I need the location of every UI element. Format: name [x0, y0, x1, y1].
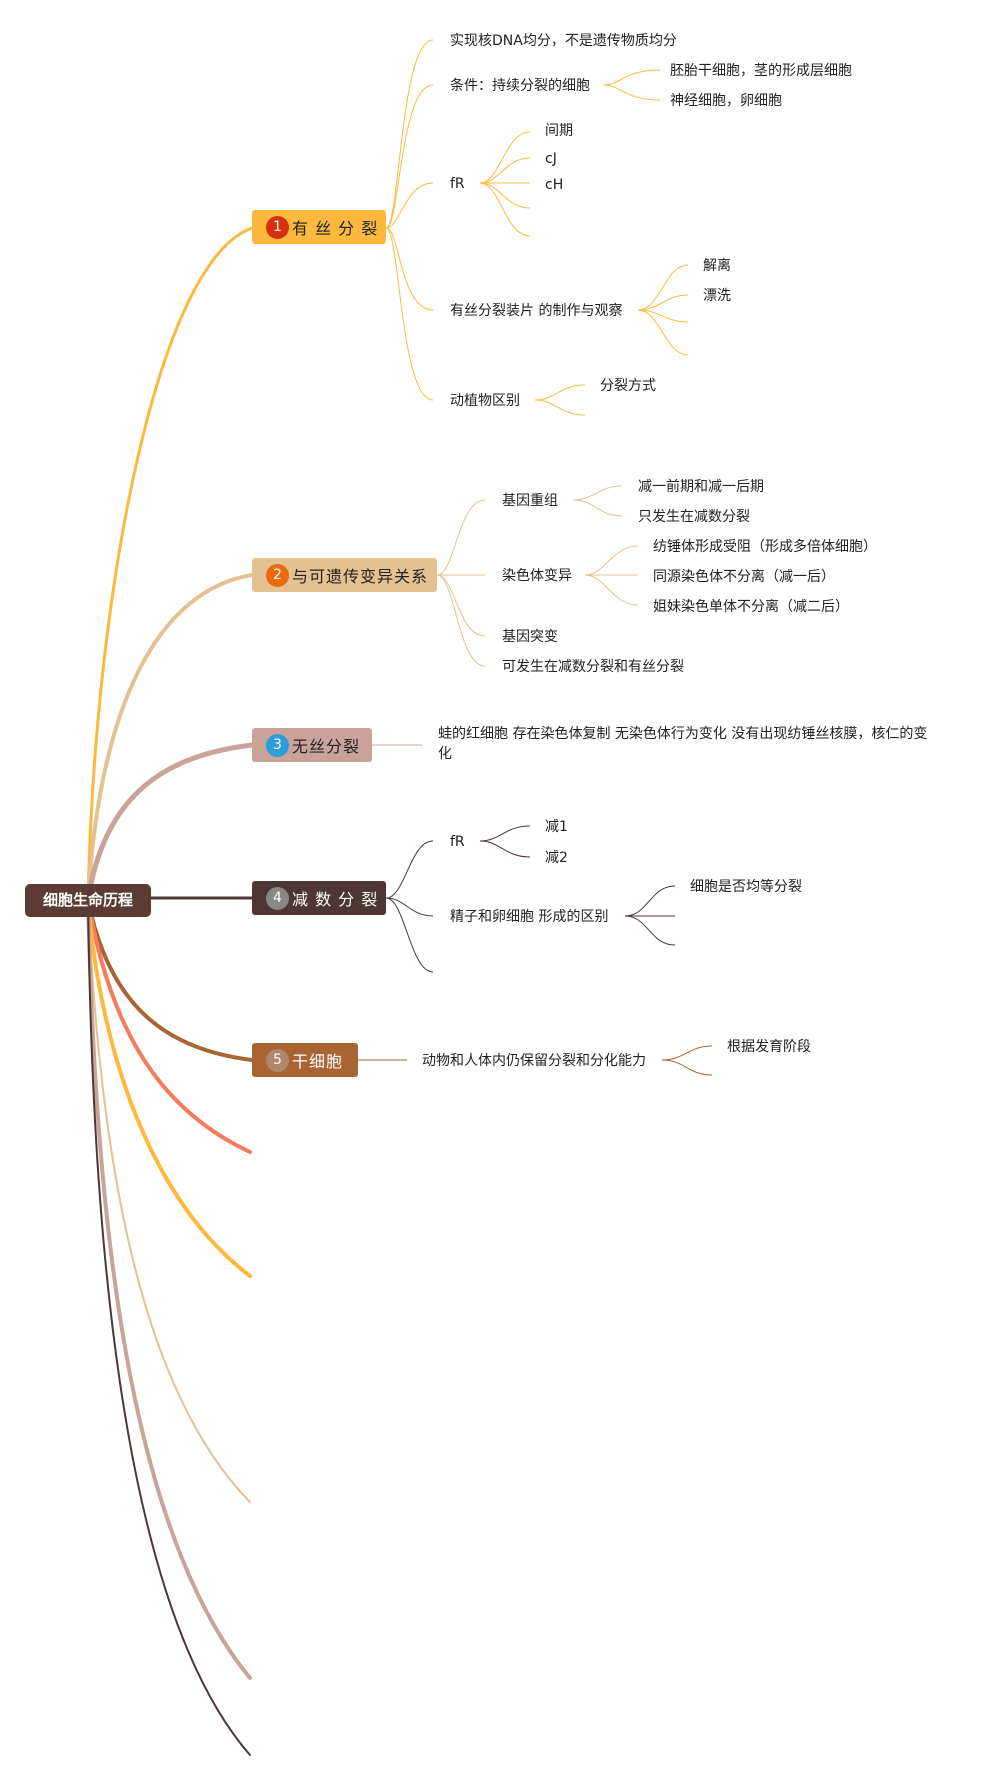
- node-text: fR: [450, 834, 465, 850]
- number-badge: 2: [266, 563, 289, 587]
- topic-meiosis[interactable]: 4 减 数 分 裂: [252, 881, 386, 915]
- topic-mitosis[interactable]: 1 有 丝 分 裂: [252, 210, 386, 244]
- connector: [572, 499, 623, 517]
- node-text: 分裂方式: [600, 378, 656, 394]
- node-text: cJ: [545, 151, 557, 167]
- connector: [637, 264, 689, 311]
- connector: [603, 69, 661, 86]
- branch-line-5: [86, 898, 254, 1062]
- node-text: 姐妹染色单体不分离（减二后）: [653, 598, 849, 615]
- connector: [479, 182, 531, 209]
- node-text: 解离: [703, 257, 731, 274]
- connector: [637, 294, 689, 311]
- connector: [534, 399, 586, 416]
- node-text: 动物和人体内仍保留分裂和分化能力: [422, 1053, 646, 1069]
- topic-amitosis[interactable]: 3 无丝分裂: [252, 728, 372, 762]
- connector: [385, 227, 434, 311]
- connector: [436, 499, 486, 576]
- connector: [603, 84, 661, 101]
- connector: [624, 915, 676, 946]
- node-text: 减一前期和减一后期: [638, 478, 764, 495]
- amitosis-description: 蛙的红细胞 存在染色体复制 无染色体行为变化 没有出现纺锤丝核膜，核仁的变化: [438, 726, 928, 762]
- node-text: 只发生在减数分裂: [638, 509, 750, 525]
- connector: [385, 182, 434, 229]
- number-badge: 5: [266, 1048, 289, 1072]
- connector: [661, 1059, 713, 1076]
- node-text: 纺锤体形成受阻（形成多倍体细胞）: [653, 538, 877, 555]
- branch-line-2: [86, 573, 254, 902]
- connector: [385, 84, 434, 229]
- connector: [479, 825, 531, 842]
- topic-label: 干细胞: [292, 1052, 344, 1071]
- topic-label: 无丝分裂: [292, 737, 361, 756]
- node-text: 漂洗: [703, 288, 731, 304]
- connector: [385, 897, 434, 917]
- node-text: 实现核DNA均分，不是遗传物质均分: [450, 33, 677, 49]
- connector: [479, 131, 531, 184]
- connector: [534, 384, 586, 401]
- branch-line-extra-1: [86, 898, 252, 1154]
- node-text: 根据发育阶段: [727, 1039, 811, 1055]
- node-text: 动植物区别: [450, 393, 520, 409]
- connector: [624, 885, 676, 917]
- node-text: 减1: [545, 819, 568, 835]
- branch-line-extra-5: [87, 899, 251, 1756]
- node-text: 胚胎干细胞，茎的形成层细胞: [670, 63, 852, 79]
- connector: [385, 840, 434, 899]
- node-text: 基因重组: [502, 492, 558, 509]
- connector: [661, 1045, 713, 1061]
- node-text: cH: [545, 177, 563, 193]
- branch-line-extra-2: [86, 898, 252, 1278]
- node-text: 神经细胞，卵细胞: [670, 93, 782, 109]
- branch-line-3: [85, 742, 255, 903]
- node-text: 同源染色体不分离（减一后）: [653, 568, 835, 585]
- node-text: 减2: [545, 850, 568, 866]
- connector: [637, 309, 689, 356]
- connector: [479, 157, 531, 184]
- number-badge: 1: [266, 215, 289, 239]
- node-text: 有丝分裂装片 的制作与观察: [450, 302, 622, 319]
- topic-heritable-variation[interactable]: 2 与可遗传变异关系: [252, 558, 437, 592]
- root-node[interactable]: 细胞生命历程: [25, 884, 151, 917]
- branch-line-1: [86, 226, 254, 902]
- connector: [436, 574, 486, 637]
- node-text: fR: [450, 176, 465, 192]
- node-text: 间期: [545, 123, 573, 139]
- node-text: 条件：持续分裂的细胞: [450, 77, 590, 94]
- branch-line-extra-3: [87, 899, 251, 1503]
- topic-label: 减 数 分 裂: [292, 890, 379, 909]
- connector: [479, 840, 531, 858]
- connector: [584, 574, 639, 606]
- connector: [436, 574, 486, 667]
- topic-stem-cell[interactable]: 5 干细胞: [252, 1043, 358, 1077]
- branch-line-extra-4: [86, 898, 252, 1680]
- node-text: 可发生在减数分裂和有丝分裂: [502, 659, 684, 675]
- node-text: 基因突变: [502, 628, 558, 645]
- connector: [572, 485, 623, 501]
- node-text: 细胞是否均等分裂: [690, 878, 802, 895]
- connector: [385, 39, 434, 229]
- connector: [479, 182, 531, 237]
- connector: [385, 897, 434, 973]
- topic-label: 与可遗传变异关系: [292, 567, 429, 586]
- topic-label: 有 丝 分 裂: [292, 219, 379, 238]
- node-text: 精子和卵细胞 形成的区别: [450, 909, 608, 925]
- number-badge: 4: [266, 886, 289, 910]
- node-text: 染色体变异: [502, 567, 572, 584]
- number-badge: 3: [266, 733, 289, 757]
- connector: [385, 227, 434, 401]
- connector: [584, 545, 639, 576]
